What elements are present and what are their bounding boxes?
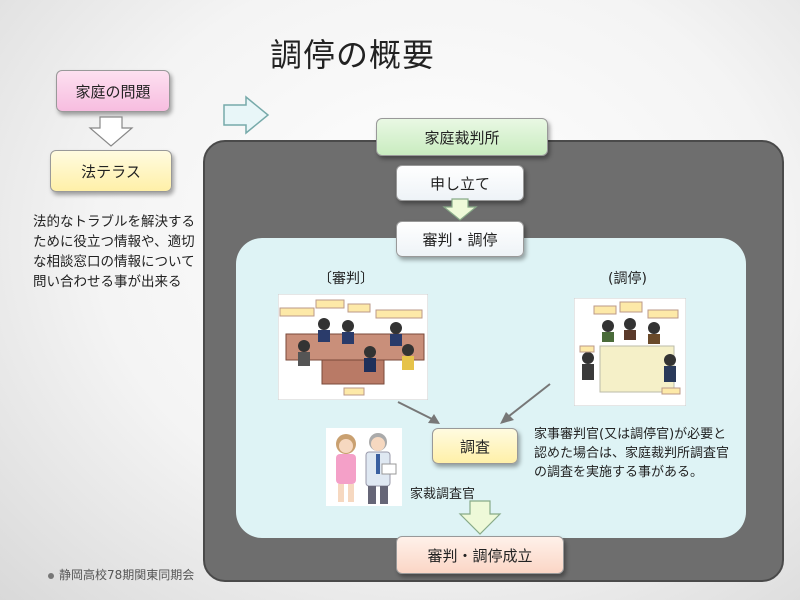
- family-problem-label: 家庭の問題: [75, 82, 151, 101]
- result-label: 審判・調停成立: [427, 546, 533, 565]
- family-problem-box: 家庭の問題: [56, 70, 170, 112]
- trial-illustration: [278, 294, 428, 400]
- family-court-box: 家庭裁判所: [376, 118, 548, 156]
- trial-caption: 〔審判〕: [318, 271, 374, 287]
- result-box: 審判・調停成立: [396, 536, 564, 574]
- investigator-illustration: [326, 428, 402, 506]
- mediation-to-investigation-arrow: [500, 383, 551, 424]
- page-title: 調停の概要: [270, 36, 436, 74]
- investigator-caption: 家裁調査官: [410, 487, 476, 502]
- investigation-note: 家事審判官(又は調停官)が必要と認めた場合は、家庭裁判所調査官の調査を実施する事…: [534, 427, 730, 480]
- investigation-label: 調査: [459, 437, 490, 456]
- bullet-icon: [48, 572, 54, 579]
- down-arrow-3: [458, 500, 502, 535]
- hoterasu-label: 法テラス: [81, 162, 141, 181]
- hoterasu-description: 法的なトラブルを解決するために役立つ情報や、適切な相談窓口の情報について問い合わ…: [33, 214, 195, 290]
- filing-box: 申し立て: [396, 165, 524, 201]
- filing-label: 申し立て: [429, 174, 490, 193]
- mediation-illustration: [574, 298, 686, 406]
- mediation-caption: (調停): [608, 271, 647, 287]
- hoterasu-box: 法テラス: [50, 150, 172, 192]
- down-arrow-1: [88, 116, 134, 147]
- footer-text: 静岡高校78期関東同期会: [59, 568, 195, 582]
- investigation-box: 調査: [432, 428, 518, 464]
- trial-mediation-box: 審判・調停: [396, 221, 524, 257]
- footer: 静岡高校78期関東同期会: [48, 566, 194, 583]
- trial-mediation-label: 審判・調停: [422, 230, 498, 249]
- family-court-label: 家庭裁判所: [424, 128, 500, 147]
- trial-to-investigation-arrow: [397, 401, 440, 424]
- down-arrow-2: [442, 198, 478, 221]
- right-arrow: [223, 95, 270, 135]
